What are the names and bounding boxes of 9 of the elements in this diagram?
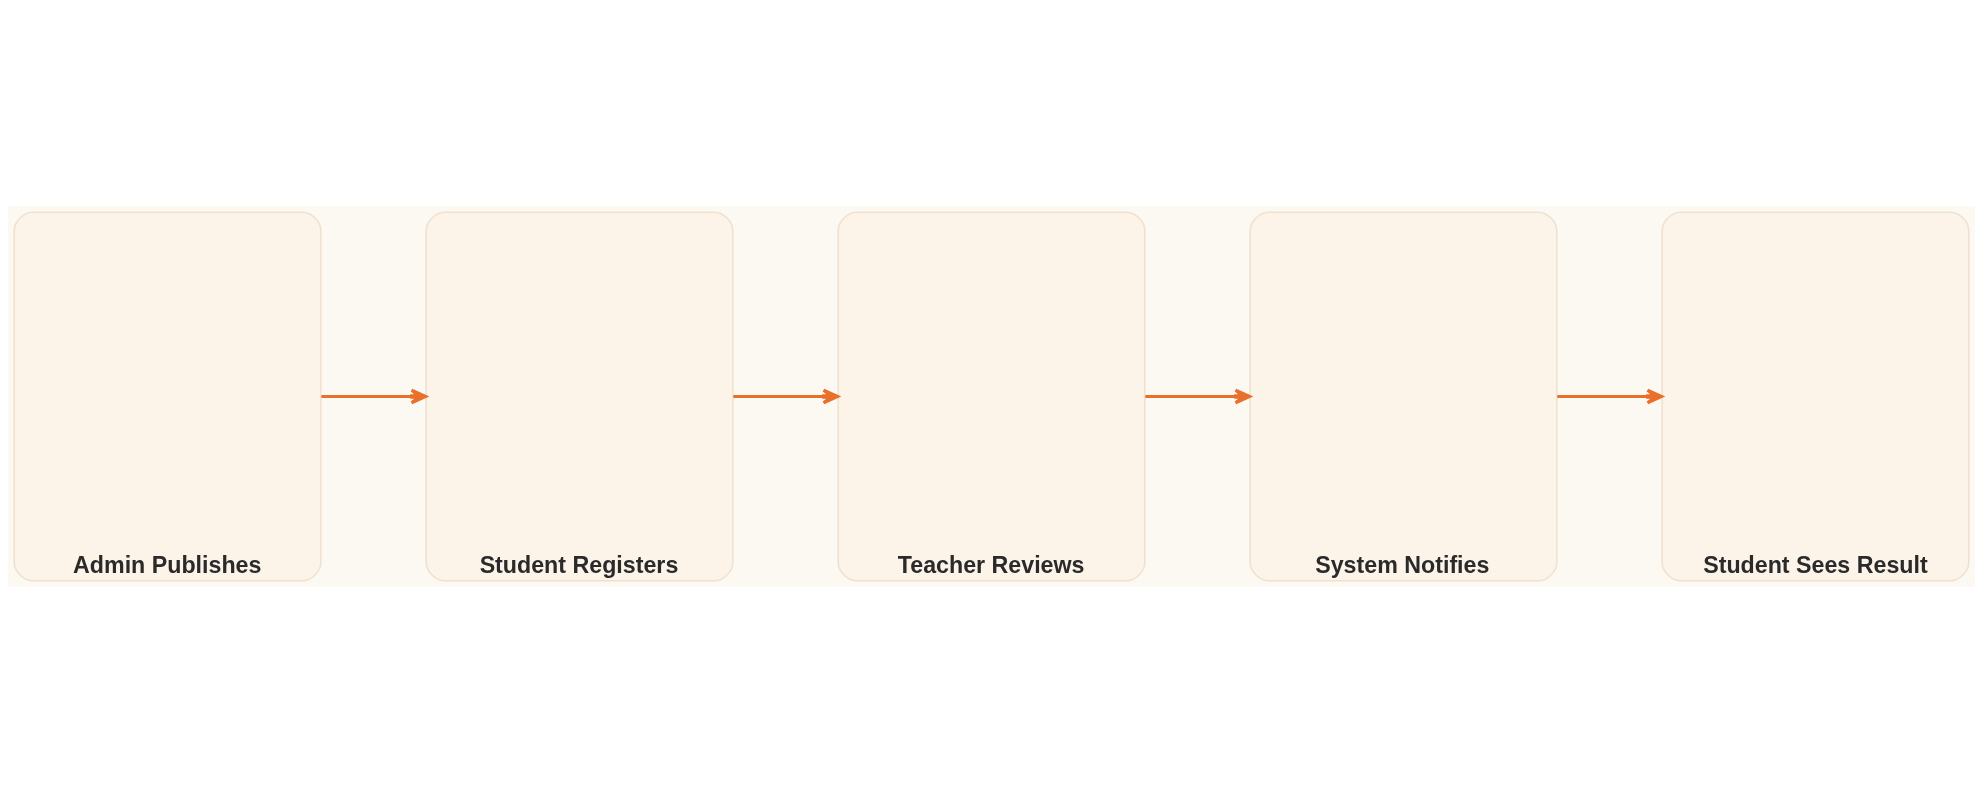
arrow [321,388,428,405]
node-box: Student Registers [425,211,734,582]
arrow [1145,388,1252,405]
node-box: Admin Publishes [13,211,322,582]
arrow [733,388,840,405]
node-box: Teacher Reviews [837,211,1146,582]
node-box: System Notifies [1249,211,1558,582]
arrow [1557,388,1664,405]
node-box: Student Sees Result [1661,211,1970,582]
